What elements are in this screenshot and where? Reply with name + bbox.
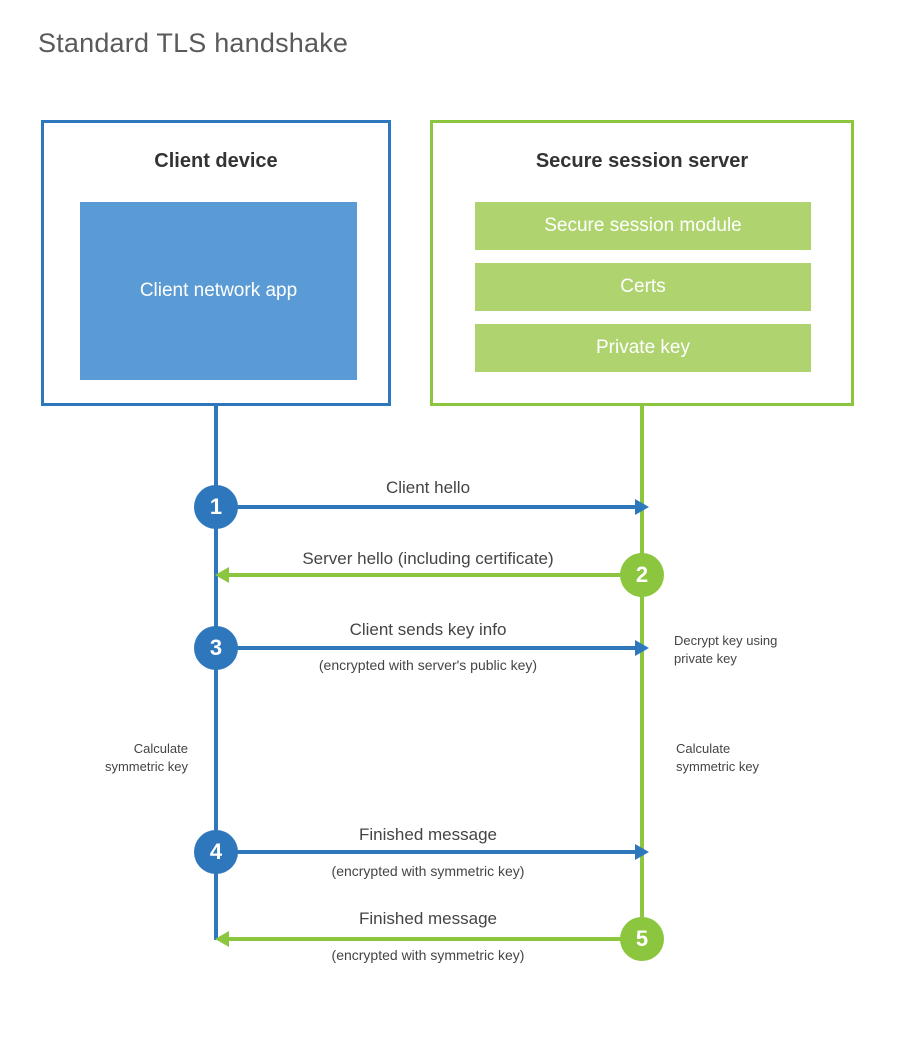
step-5-arrow	[215, 931, 640, 947]
note-decrypt-key: Decrypt key using private key	[674, 633, 778, 666]
step-1-label: Client hello	[385, 478, 471, 497]
arrow-head-icon	[215, 567, 229, 583]
secure-session-server-title: Secure session server	[535, 150, 749, 172]
arrow-head-icon	[635, 499, 649, 515]
server-lifeline	[640, 406, 644, 940]
step-4-arrow	[216, 844, 649, 860]
step-5-sublabel: (encrypted with symmetric key)	[331, 947, 525, 963]
server-module-secure-session: Secure session module	[475, 202, 811, 250]
client-network-app-block: Client network app	[80, 202, 357, 380]
server-module-private-key: Private key	[475, 324, 811, 372]
step-badge-3: 3	[194, 626, 238, 670]
step-3-sublabel: (encrypted with server's public key)	[318, 657, 538, 673]
step-badge-5: 5	[620, 917, 664, 961]
client-device-box: Client device Client network app	[41, 120, 391, 406]
server-modules-list: Secure session module Certs Private key	[475, 202, 811, 372]
step-badge-2: 2	[620, 553, 664, 597]
note-client-calculate-symmetric-key: Calculate symmetric key	[104, 741, 188, 774]
client-device-title: Client device	[154, 150, 278, 172]
step-2-label: Server hello (including certificate)	[302, 549, 554, 568]
arrow-head-icon	[635, 844, 649, 860]
client-lifeline	[214, 406, 218, 940]
step-3-label: Client sends key info	[349, 620, 507, 639]
step-1-arrow	[216, 499, 649, 515]
step-4-label: Finished message	[359, 825, 497, 844]
step-badge-1: 1	[194, 485, 238, 529]
secure-session-server-box: Secure session server Secure session mod…	[430, 120, 854, 406]
step-2-arrow	[215, 567, 640, 583]
step-4-sublabel: (encrypted with symmetric key)	[331, 863, 525, 879]
step-3-arrow	[216, 640, 649, 656]
step-5-label: Finished message	[359, 909, 497, 928]
step-badge-4: 4	[194, 830, 238, 874]
arrow-head-icon	[215, 931, 229, 947]
page-title: Standard TLS handshake	[38, 28, 349, 58]
arrow-head-icon	[635, 640, 649, 656]
note-server-calculate-symmetric-key: Calculate symmetric key	[676, 741, 760, 774]
server-module-certs: Certs	[475, 263, 811, 311]
